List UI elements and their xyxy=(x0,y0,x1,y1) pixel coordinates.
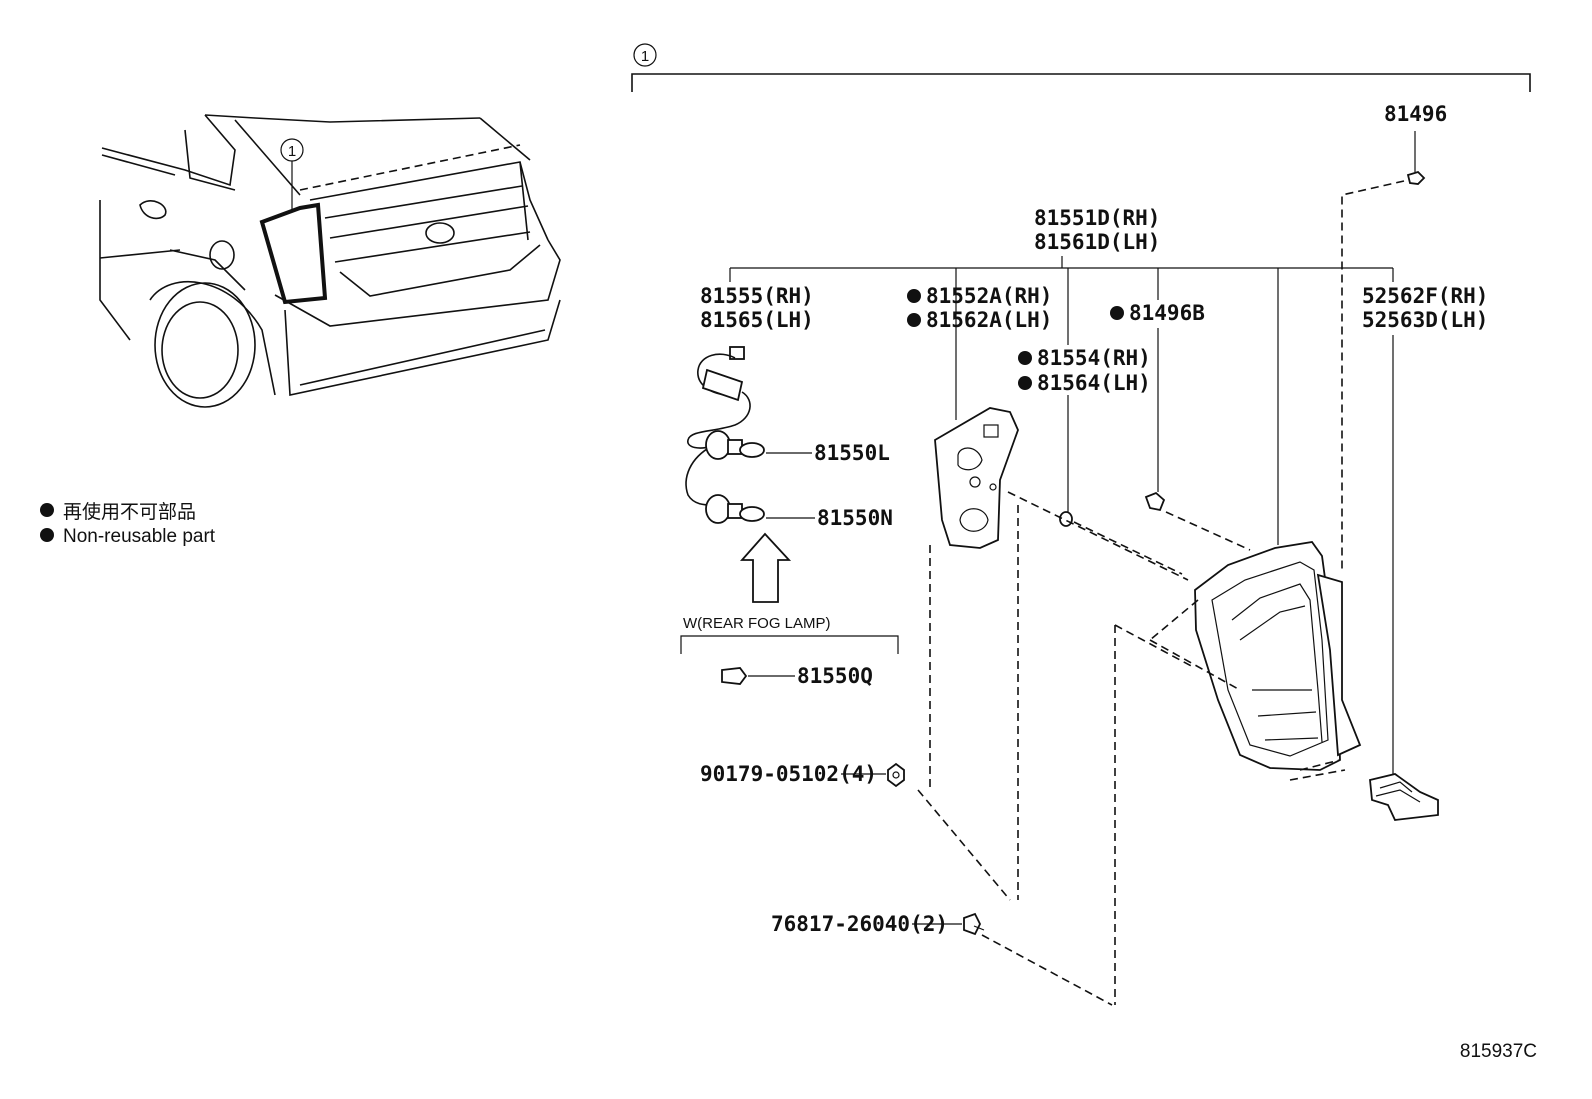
lens-assy-group: 81551D(RH) 81561D(LH) xyxy=(729,206,1394,545)
part-number-81496: 81496 xyxy=(1384,102,1447,126)
part-number-81550n: 81550N xyxy=(817,506,893,530)
part-number-52563d: 52563D(LH) xyxy=(1362,308,1488,332)
bulb-81550n: 81550N xyxy=(766,506,893,530)
part-number-81564: 81564(LH) xyxy=(1037,371,1151,395)
part-number-81552a: 81552A(RH) xyxy=(926,284,1052,308)
part-number-81561d: 81561D(LH) xyxy=(1034,230,1160,254)
socket-wire-81555: 81555(RH) 81565(LH) xyxy=(685,284,814,524)
legend-japanese: 再使用不可部品 xyxy=(63,501,196,523)
rear-fog-lamp-group: W(REAR FOG LAMP) 81550Q xyxy=(680,615,899,688)
legend-dot-icon xyxy=(40,503,54,517)
legend-dot-icon xyxy=(40,528,54,542)
part-number-81550q: 81550Q xyxy=(797,664,873,688)
legend: 再使用不可部品 Non-reusable part xyxy=(40,501,216,547)
non-reusable-dot-icon xyxy=(907,289,921,303)
cushion-81554: 81554(RH) 81564(LH) xyxy=(1007,346,1189,581)
nut-90179: 90179-05102(4) xyxy=(700,762,905,788)
vehicle-callout-number: 1 xyxy=(288,143,296,160)
tail-lamp-body xyxy=(1149,541,1362,781)
part-number-81496b: 81496B xyxy=(1129,301,1205,325)
assembly-callout-number: 1 xyxy=(641,48,649,65)
gasket-81552a: 81552A(RH) 81562A(LH) xyxy=(907,284,1052,549)
assembly-dashed-lines xyxy=(917,505,1241,1006)
up-arrow-icon xyxy=(740,532,792,603)
part-number-81562a: 81562A(LH) xyxy=(926,308,1052,332)
screw-76817: 76817-26040(2) xyxy=(771,912,985,936)
part-number-81554: 81554(RH) xyxy=(1037,346,1151,370)
part-number-81550l: 81550L xyxy=(814,441,890,465)
part-number-81555: 81555(RH) xyxy=(700,284,814,308)
part-number-81551d: 81551D(RH) xyxy=(1034,206,1160,230)
part-number-81565: 81565(LH) xyxy=(700,308,814,332)
retainer-52562f: 52562F(RH) 52563D(LH) xyxy=(1362,284,1488,821)
bulb-81550l: 81550L xyxy=(766,441,890,465)
rear-fog-lamp-label: W(REAR FOG LAMP) xyxy=(683,615,831,632)
non-reusable-dot-icon xyxy=(907,313,921,327)
legend-english: Non-reusable part xyxy=(63,526,216,547)
clip-81496b: 81496B xyxy=(1110,301,1251,551)
vehicle-rear-illustration: 1 xyxy=(99,114,561,408)
figure-id: 815937C xyxy=(1460,1041,1537,1062)
non-reusable-dot-icon xyxy=(1110,306,1124,320)
non-reusable-dot-icon xyxy=(1018,376,1032,390)
assembly-bracket: 1 xyxy=(631,43,1531,92)
part-number-52562f: 52562F(RH) xyxy=(1362,284,1488,308)
clip-81496: 81496 xyxy=(1341,102,1447,570)
non-reusable-dot-icon xyxy=(1018,351,1032,365)
